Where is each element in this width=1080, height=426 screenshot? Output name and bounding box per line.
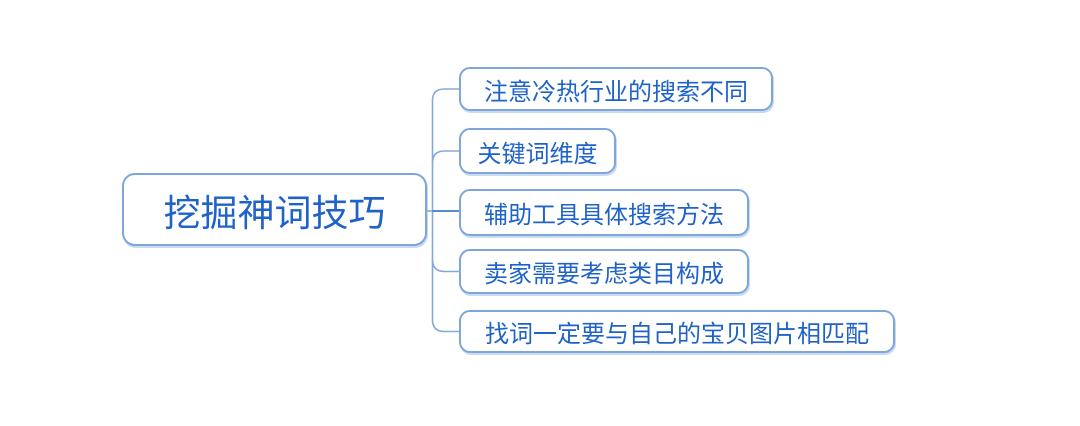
branch-node-tool-search-method[interactable]: 辅助工具具体搜索方法	[459, 189, 749, 236]
branch-node-word-image-match[interactable]: 找词一定要与自己的宝贝图片相匹配	[459, 310, 895, 353]
branch-node-category-composition[interactable]: 卖家需要考虑类目构成	[459, 249, 749, 294]
connector-branch-keyword-dimension	[431, 150, 459, 164]
connector-trunk	[431, 88, 459, 333]
branch-node-industry-search-difference[interactable]: 注意冷热行业的搜索不同	[459, 67, 773, 111]
root-topic-node[interactable]: 挖掘神词技巧	[122, 173, 427, 246]
branch-node-keyword-dimension[interactable]: 关键词维度	[459, 128, 616, 174]
connector-branch-category-composition	[431, 259, 459, 273]
